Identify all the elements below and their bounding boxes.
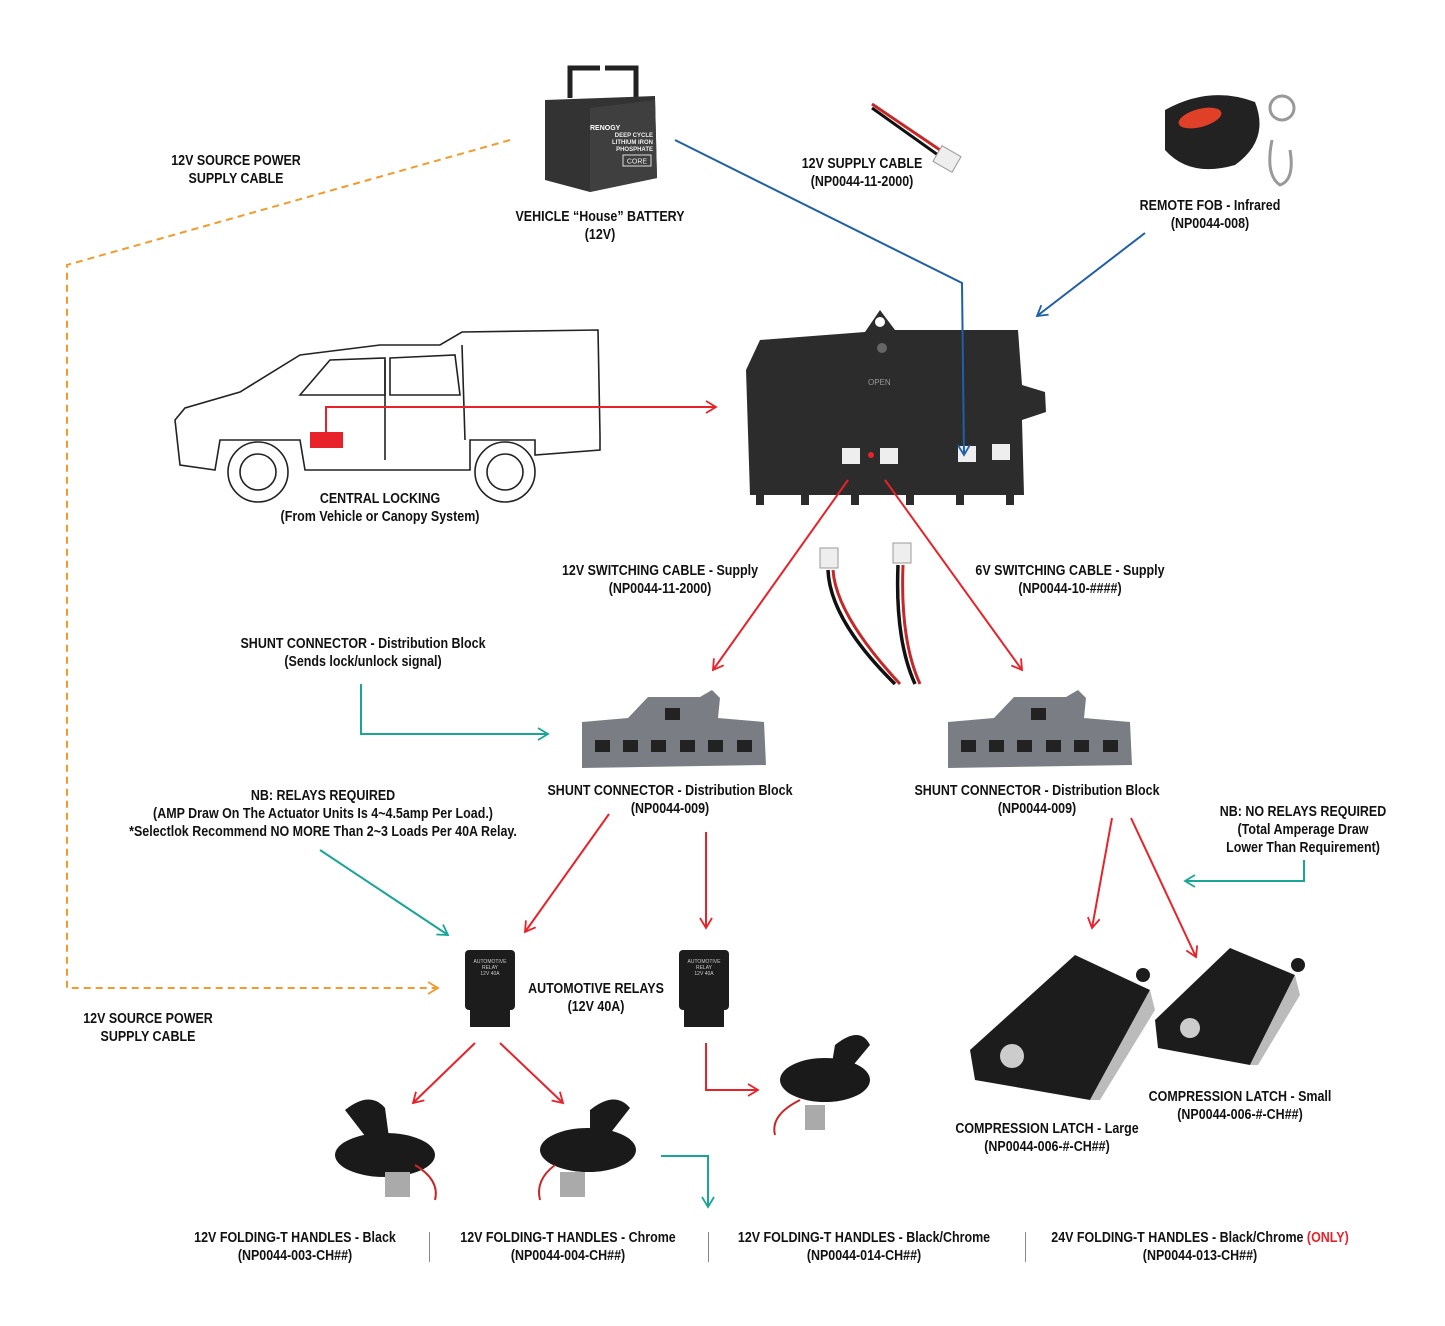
- red-relay-to-bc-handle-arrow: [705, 1043, 760, 1097]
- label-handle-black-chrome-24v: 24V FOLDING-T HANDLES - Black/Chrome (ON…: [1051, 1230, 1349, 1264]
- red-6v-switch-arrow: [884, 479, 1024, 672]
- label-handle-black-chrome-12v: 12V FOLDING-T HANDLES - Black/Chrome(NP0…: [737, 1230, 991, 1264]
- label-supply-cable: 12V SUPPLY CABLE(NP0044-11-2000): [801, 156, 923, 190]
- label-shunt-left: SHUNT CONNECTOR - Distribution Block(NP0…: [547, 783, 793, 817]
- teal-relays-note-arrow: [319, 849, 450, 936]
- red-central-locking-arrow: [325, 400, 718, 432]
- divider: [708, 1232, 709, 1262]
- blue-fob-signal-arrow: [1035, 232, 1146, 318]
- battery-text-core: CORE: [627, 159, 648, 166]
- label-no-relays-note: NB: NO RELAYS REQUIRED(Total Amperage Dr…: [1219, 804, 1387, 856]
- compression-latch-large-image: [970, 955, 1155, 1100]
- red-relay-to-black-handle-arrow: [411, 1042, 476, 1105]
- relay-left-image: AUTOMOTIVE RELAY 12V 40A: [465, 950, 515, 1027]
- shunt-connector-right-image: [948, 690, 1132, 768]
- folding-t-handle-black-chrome-image: [773, 1035, 870, 1136]
- orange-source-power-line: [66, 139, 511, 995]
- divider: [429, 1232, 430, 1262]
- label-shunt-right: SHUNT CONNECTOR - Distribution Block(NP0…: [914, 783, 1160, 817]
- relay-text: AUTOMOTIVE: [688, 959, 722, 965]
- divider: [1025, 1232, 1026, 1262]
- vehicle-image: [174, 329, 601, 503]
- controller-open-label: OPEN: [868, 378, 891, 387]
- red-12v-switch-arrow: [711, 479, 849, 672]
- label-central-locking: CENTRAL LOCKING(From Vehicle or Canopy S…: [280, 491, 480, 525]
- compression-latch-small-image: [1155, 948, 1305, 1065]
- switching-cable-image: [819, 542, 922, 686]
- label-relays-required-note: NB: RELAYS REQUIRED(AMP Draw On The Actu…: [129, 788, 517, 840]
- relay-text: RELAY: [482, 965, 499, 971]
- label-6v-switching-cable: 6V SWITCHING CABLE - Supply(NP0044-10-##…: [975, 563, 1165, 597]
- only-badge: (ONLY): [1306, 1230, 1349, 1246]
- battery-logo: RENOGY: [590, 125, 621, 132]
- red-relay-to-chrome-handle-arrow: [499, 1042, 565, 1105]
- folding-t-handle-black-image: [335, 1099, 437, 1201]
- label-latch-small: COMPRESSION LATCH - Small(NP0044-006-#-C…: [1148, 1089, 1332, 1123]
- teal-24v-note-arrow: [661, 1155, 715, 1209]
- relay-text: 12V 40A: [694, 971, 714, 977]
- red-shunt-to-latch-small-arrow: [1130, 817, 1199, 959]
- red-shunt-to-relay-arrow: [523, 813, 610, 934]
- battery-text-deep-cycle: DEEP CYCLE: [615, 133, 653, 139]
- label-shunt-note: SHUNT CONNECTOR - Distribution Block(Sen…: [240, 636, 486, 670]
- central-locking-marker: [310, 432, 343, 448]
- label-handle-chrome: 12V FOLDING-T HANDLES - Chrome(NP0044-00…: [460, 1230, 676, 1264]
- relay-right-image: AUTOMOTIVE RELAY 12V 40A: [679, 950, 729, 1027]
- battery-text-phosphate: PHOSPHATE: [616, 147, 653, 153]
- label-handle-black: 12V FOLDING-T HANDLES - Black(NP0044-003…: [194, 1230, 396, 1264]
- teal-shunt-note-arrow: [360, 684, 550, 741]
- relay-text: AUTOMOTIVE: [474, 959, 508, 965]
- label-12v-switching-cable: 12V SWITCHING CABLE - Supply(NP0044-11-2…: [561, 563, 759, 597]
- label-latch-large: COMPRESSION LATCH - Large(NP0044-006-#-C…: [955, 1121, 1139, 1155]
- shunt-connector-left-image: [582, 690, 766, 768]
- battery-image: RENOGY DEEP CYCLE LITHIUM IRON PHOSPHATE…: [545, 65, 657, 192]
- supply-cable-image: [871, 102, 962, 173]
- remote-fob-image: [1165, 94, 1296, 187]
- red-shunt-to-latch-large-arrow: [1087, 817, 1113, 930]
- controller-module-image: OPEN: [746, 310, 1046, 505]
- blue-supply-line: [674, 139, 971, 457]
- label-battery: VEHICLE “House” BATTERY(12V): [515, 209, 685, 243]
- teal-no-relays-note-arrow: [1183, 860, 1305, 888]
- label-automotive-relays: AUTOMOTIVE RELAYS(12V 40A): [528, 981, 664, 1015]
- relay-text: RELAY: [696, 965, 713, 971]
- battery-text-lithium-iron: LITHIUM IRON: [612, 140, 653, 146]
- relay-text: 12V 40A: [480, 971, 500, 977]
- label-remote-fob: REMOTE FOB - Infrared(NP0044-008): [1139, 198, 1281, 232]
- folding-t-handle-chrome-image: [538, 1099, 636, 1201]
